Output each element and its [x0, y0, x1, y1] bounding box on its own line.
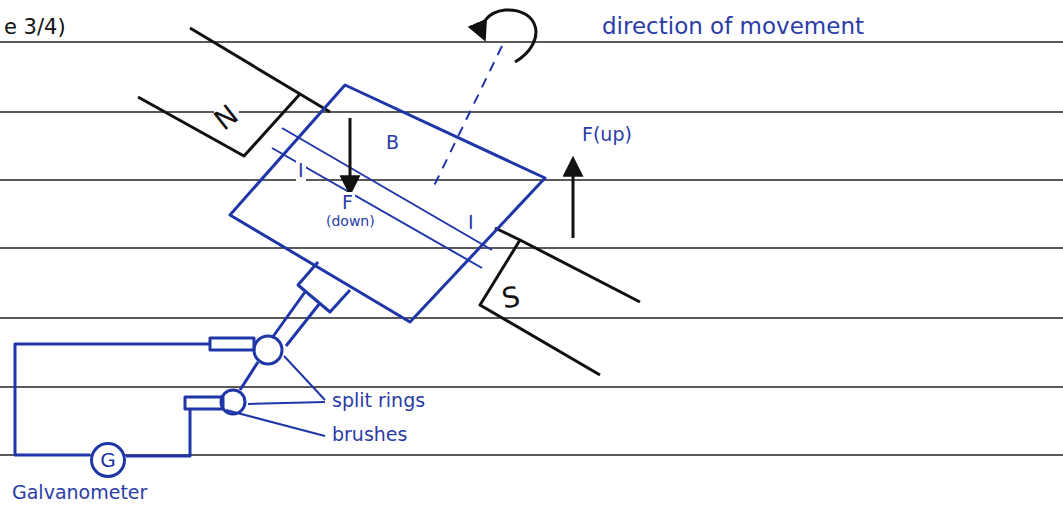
pole-letter: S: [500, 283, 522, 314]
part-name: split rings: [330, 390, 427, 411]
force-label: F: [340, 192, 355, 213]
pole-letter: N: [210, 101, 244, 136]
s-magnet: [480, 228, 640, 375]
coil-wire: [272, 128, 492, 268]
pole-letter: G: [100, 450, 116, 470]
current-label: I: [296, 160, 306, 181]
axis-line: [432, 46, 502, 190]
magnet-pole: S: [500, 282, 522, 314]
force-arrow: [349, 118, 352, 192]
part-name: brushes: [330, 424, 409, 445]
current-label: I: [466, 212, 476, 233]
rotation-arrow: [482, 10, 536, 62]
n-magnet: [138, 28, 330, 156]
brush: [210, 338, 254, 350]
force-arrow: [572, 160, 575, 238]
leader-line: [226, 356, 325, 436]
shaft: [240, 292, 320, 390]
coil: [230, 85, 545, 322]
force-direction: (down): [324, 214, 377, 229]
part-name: Galvanometer: [10, 482, 149, 503]
wire: [15, 344, 210, 456]
split-ring: [254, 336, 282, 364]
split-ring: [221, 390, 245, 414]
rotation-note: direction of movement: [600, 14, 866, 39]
paper-rules: [0, 42, 1063, 455]
force-label: F(up): [580, 124, 634, 145]
galvanometer-symbol: G: [90, 442, 126, 478]
magnet-pole: N: [214, 102, 239, 134]
coil-stub: [298, 262, 350, 312]
field-label: B: [384, 132, 401, 153]
brush: [185, 397, 223, 409]
page-reference: e 3/4): [2, 16, 68, 39]
